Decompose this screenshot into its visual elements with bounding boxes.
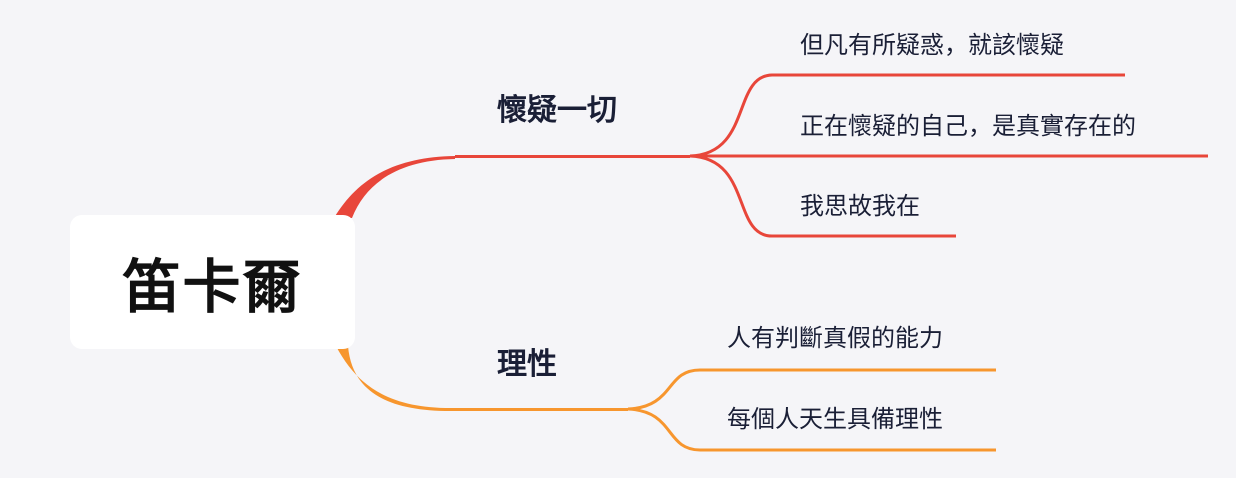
leaf-label-2-2[interactable]: 每個人天生具備理性 [727,405,943,433]
connector-root-branch-1 [334,156,455,218]
connector-branch-2-leaf-2 [627,407,996,452]
connector-branch-2-leaf-1 [627,368,996,411]
root-node[interactable]: 笛卡爾 [70,215,355,349]
branch-label-reason[interactable]: 理性 [497,347,557,382]
leaf-label-1-1[interactable]: 但凡有所疑惑，就該懷疑 [800,31,1064,59]
leaf-label-1-2[interactable]: 正在懷疑的自己，是真實存在的 [800,112,1136,140]
connector-root-branch-2 [336,346,455,412]
root-label: 笛卡爾 [122,253,303,321]
leaf-label-2-1[interactable]: 人有判斷真假的能力 [727,324,943,352]
connector-branch-1-leaf-3 [689,154,956,238]
branch-label-doubt-everything[interactable]: 懷疑一切 [497,93,617,128]
leaf-label-1-3[interactable]: 我思故我在 [800,192,920,220]
connector-branch-1-leaf-1 [689,73,1125,158]
